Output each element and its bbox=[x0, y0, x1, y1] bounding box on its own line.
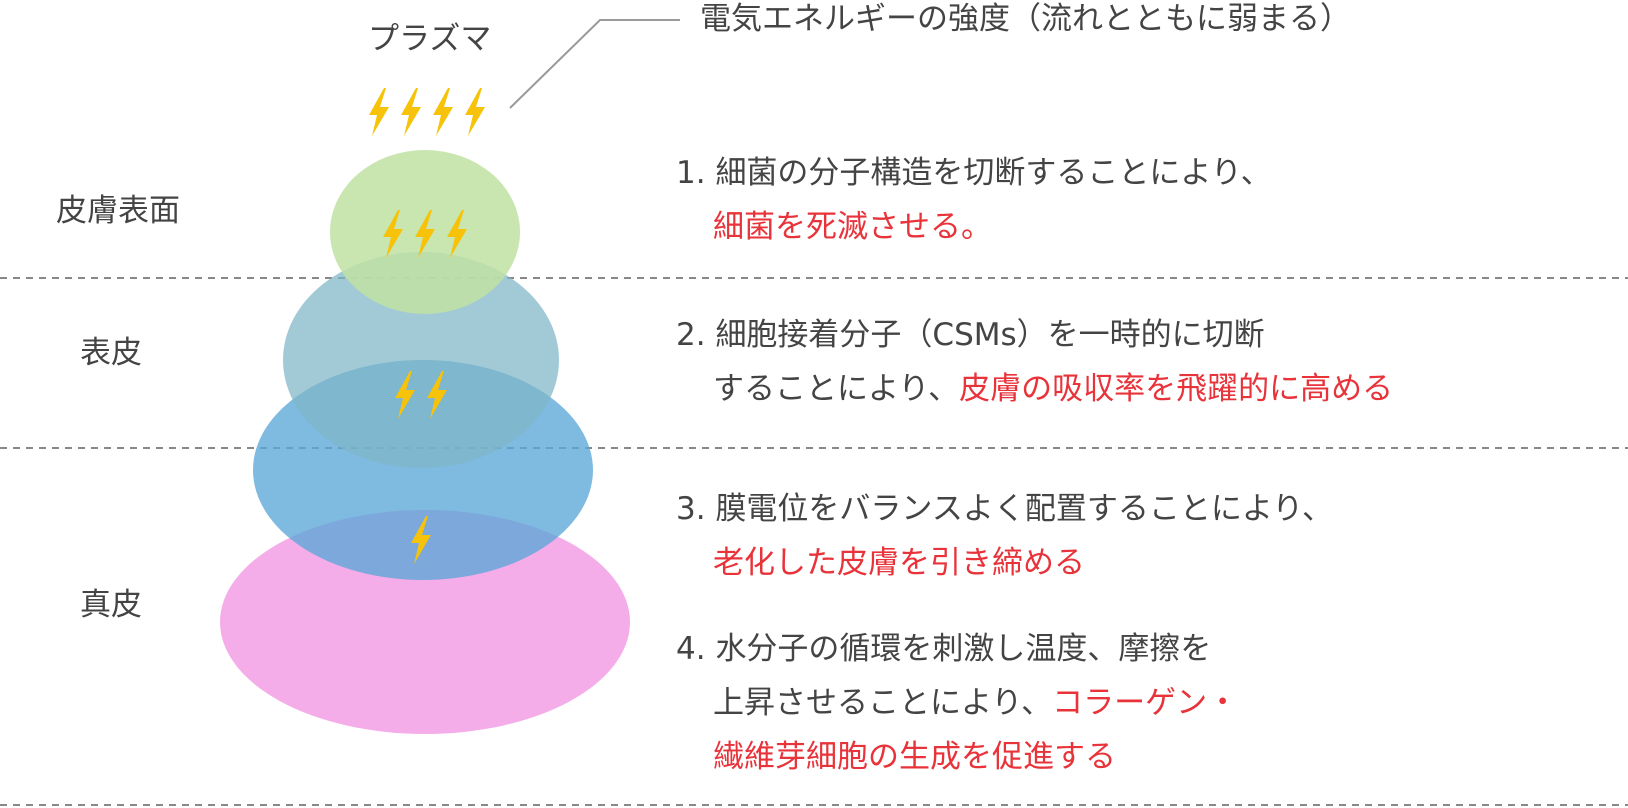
item-2-text: 細胞接着分子（CSMs）を一時的に切断 bbox=[715, 317, 1265, 353]
item-2-text-plain: することにより、 bbox=[713, 371, 960, 407]
item-2-number: 2. bbox=[676, 317, 706, 353]
item-1-line1: 1. 細菌の分子構造を切断することにより、 bbox=[676, 158, 1272, 189]
item-3-line1: 3. 膜電位をバランスよく配置することにより、 bbox=[676, 494, 1333, 525]
item-3-text: 膜電位をバランスよく配置することにより、 bbox=[715, 491, 1333, 527]
item-4-highlight-line3: 繊維芽細胞の生成を促進する bbox=[713, 739, 1116, 775]
item-2-highlight: 皮膚の吸収率を飛躍的に高める bbox=[959, 371, 1394, 407]
layer-label-surface: 皮膚表面 bbox=[56, 193, 180, 229]
plasma-label: プラズマ bbox=[368, 21, 492, 57]
bolt-icon-plasma-1 bbox=[369, 88, 389, 136]
bolt-icon-plasma-4 bbox=[465, 88, 485, 136]
item-4-highlight: コラーゲン・ bbox=[1052, 685, 1239, 721]
diagram-title: 電気エネルギーの強度（流れとともに弱まる） bbox=[700, 1, 1351, 37]
item-4-number: 4. bbox=[676, 631, 706, 667]
bolt-icon-surface-3 bbox=[447, 210, 467, 258]
layer-label-dermis: 真皮 bbox=[80, 587, 142, 623]
epidermis-ellipse bbox=[283, 252, 559, 468]
bolt-icon-epidermis-1 bbox=[395, 371, 415, 419]
dermis-ellipse bbox=[220, 510, 630, 734]
item-2-line1: 2. 細胞接着分子（CSMs）を一時的に切断 bbox=[676, 320, 1265, 351]
item-1-number: 1. bbox=[676, 155, 706, 191]
lightning-bolts bbox=[369, 88, 485, 564]
item-1-text: 細菌の分子構造を切断することにより、 bbox=[715, 155, 1272, 191]
item-3-number: 3. bbox=[676, 491, 706, 527]
item-4-line2: 上昇させることにより、コラーゲン・ bbox=[713, 688, 1238, 719]
bolt-icon-epidermis-2 bbox=[427, 371, 447, 419]
item-2-line2: することにより、皮膚の吸収率を飛躍的に高める bbox=[713, 374, 1393, 405]
item-4-text: 水分子の循環を刺激し温度、摩擦を bbox=[715, 631, 1212, 667]
leader-line bbox=[509, 19, 680, 109]
bolt-icon-surface-1 bbox=[383, 210, 403, 258]
item-1-highlight: 細菌を死滅させる。 bbox=[713, 209, 992, 245]
item-3-highlight: 老化した皮膚を引き締める bbox=[713, 545, 1085, 581]
bolt-icon-plasma-2 bbox=[401, 88, 421, 136]
item-4-line1: 4. 水分子の循環を刺激し温度、摩擦を bbox=[676, 634, 1211, 665]
bolt-icon-plasma-3 bbox=[433, 88, 453, 136]
bolt-icon-surface-2 bbox=[415, 210, 435, 258]
item-4-text-plain: 上昇させることにより、 bbox=[713, 685, 1053, 721]
layer-label-epidermis: 表皮 bbox=[80, 335, 142, 371]
bolt-icon-dermis-1 bbox=[411, 516, 431, 564]
